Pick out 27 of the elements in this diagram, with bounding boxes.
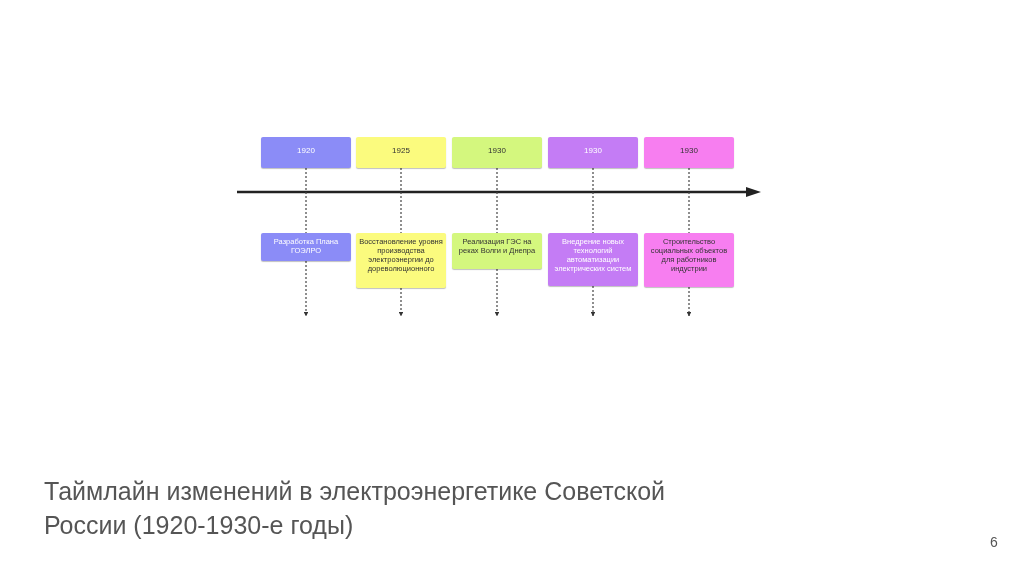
dotted-line [688,167,690,234]
year-label: 1930 [488,145,506,156]
year-box [356,137,446,168]
event-box [548,233,638,286]
year-label: 1930 [680,145,698,156]
dotted-line [496,167,498,234]
page-number: 6 [990,534,998,550]
event-box [452,233,542,269]
event-box [261,233,351,261]
dotted-line [400,167,402,234]
dotted-line [305,167,307,234]
dotted-arrow [686,286,692,317]
year-box [548,137,638,168]
event-box [356,233,446,288]
year-box [644,137,734,168]
year-box [261,137,351,168]
year-label: 1920 [297,145,315,156]
event-box [644,233,734,287]
year-label: 1930 [584,145,602,156]
dotted-arrow [494,268,500,317]
dotted-line [592,167,594,234]
dotted-arrow [590,285,596,317]
dotted-arrow [303,260,309,317]
dotted-arrow [398,287,404,317]
year-box [452,137,542,168]
year-label: 1925 [392,145,410,156]
slide-title: Таймлайн изменений в электроэнергетике Советской России (1920-1930-е годы) [44,476,666,541]
